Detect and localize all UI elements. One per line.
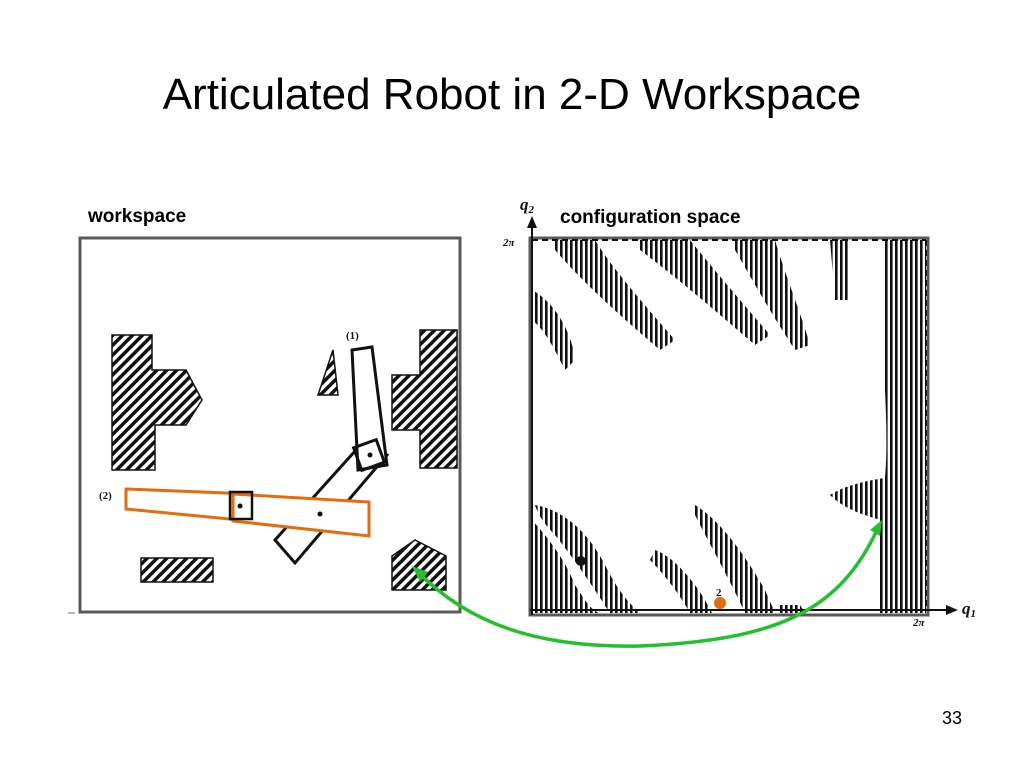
config-2-link-dot [317, 511, 323, 517]
obstacle-bottom-bar [140, 557, 214, 583]
q1-axis-label: q1 [962, 599, 976, 620]
cspace-region-top-left [532, 290, 575, 370]
workspace-panel: (1) (2) [68, 236, 462, 614]
config-2-link-2 [231, 492, 371, 538]
obstacle-right-block [391, 329, 458, 469]
mapping-arrow-head-workspace [412, 566, 428, 582]
config-1-link-2 [350, 345, 389, 472]
q2-axis-arrowhead [527, 216, 537, 228]
cspace-region-top-band-1 [555, 240, 675, 350]
cspace-region-bottom-left [532, 520, 600, 613]
config-1-joint-dot [367, 452, 373, 458]
cspace-region-bottom-band-2 [650, 550, 712, 613]
cspace-region-top-band-4 [830, 240, 850, 300]
config-1-label: (1) [346, 330, 359, 342]
cspace-region-top-band-3 [735, 240, 810, 350]
robot-configuration-2: (2) [99, 487, 371, 538]
slide-title: Articulated Robot in 2-D Workspace [162, 70, 862, 119]
cspace-region-top-band-2 [640, 240, 770, 345]
config-2-joint-box [228, 490, 254, 521]
x-max-label: 2π [912, 617, 926, 629]
cspace-obstacle-regions [532, 240, 926, 613]
mapping-arrow-head-cspace [870, 520, 882, 536]
config-2-joint-dot [237, 503, 243, 509]
cspace-region-bottom-band-1 [535, 505, 640, 613]
workspace-label: workspace [88, 206, 187, 227]
config-1-joint-box [351, 437, 387, 473]
q1-axis-arrowhead [946, 605, 958, 615]
configuration-space-label: configuration space [560, 207, 741, 228]
config-2-point [714, 597, 726, 609]
y-max-label: 2π [502, 237, 516, 249]
obstacle-pentagon [391, 539, 447, 591]
config-1-point [576, 556, 586, 566]
configuration-space-panel: q1 q2 2π 2π 2 [502, 195, 976, 629]
obstacle-t-shape [111, 334, 203, 471]
config-2-label: (2) [99, 490, 112, 502]
mapping-arrow [416, 527, 880, 648]
obstacle-triangle [316, 349, 339, 396]
page-number: 33 [941, 708, 962, 728]
config-2-point-label: 2 [716, 587, 722, 599]
cspace-region-right-wall [830, 240, 926, 613]
q2-axis-label: q2 [520, 195, 535, 216]
cspace-region-bottom-band-3 [695, 505, 775, 613]
